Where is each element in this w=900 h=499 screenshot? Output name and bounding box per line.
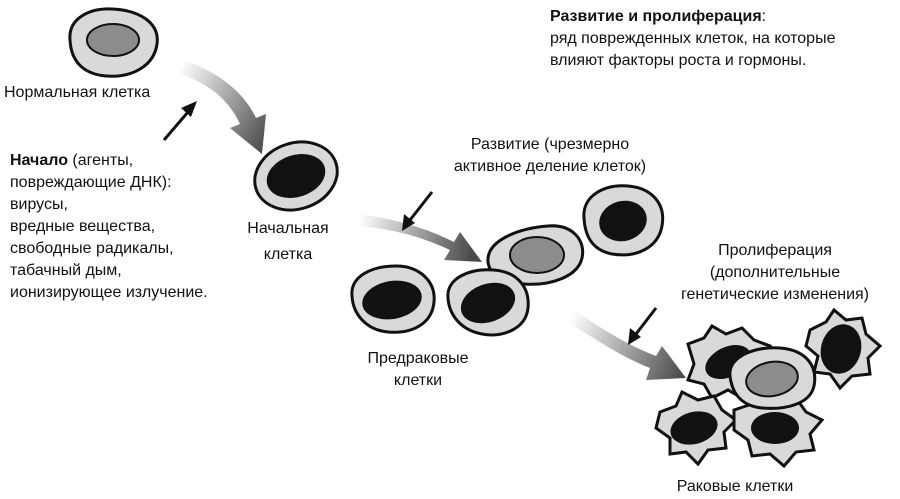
initial-cell-label: Начальная клетка	[228, 218, 348, 266]
legend-title-suffix: :	[761, 8, 767, 25]
promotion-label: Развитие (чрезмерно активное деление кле…	[420, 134, 680, 178]
normal-nucleus	[86, 23, 140, 57]
promotion-line: активное деление клеток)	[453, 158, 647, 175]
flow-arrow-progression	[565, 308, 686, 380]
precancer-label-line: клетки	[393, 372, 443, 389]
cancer-cell	[732, 392, 825, 469]
legend: Развитие и пролиферация: ряд поврежденны…	[550, 6, 835, 72]
promotion-pointer-arrow	[402, 191, 434, 231]
initiation-line: вирусы,	[10, 196, 68, 213]
initiation-line: повреждающие ДНК):	[10, 174, 172, 191]
initiation-text: Начало (агенты, повреждающие ДНК): вирус…	[10, 150, 208, 304]
promotion-line: Развитие (чрезмерно	[470, 136, 630, 153]
initiated-cell	[253, 140, 339, 212]
initiation-title-rest: (агенты,	[67, 152, 134, 169]
initial-cell-label-line: клетка	[263, 246, 313, 263]
progression-line: генетические изменения)	[680, 286, 870, 303]
initiation-line: ионизирующее излучение.	[10, 284, 208, 301]
cancer-cell	[728, 346, 817, 410]
progression-pointer-arrow	[628, 307, 658, 345]
legend-line: влияют факторы роста и гормоны.	[550, 52, 807, 69]
legend-title: Развитие и пролиферация	[550, 8, 762, 25]
initial-cell-label-line: Начальная	[247, 220, 329, 237]
legend-line: ряд поврежденных клеток, на которые	[550, 30, 836, 47]
precancer-cell	[446, 268, 530, 337]
cancer-cell	[654, 389, 739, 467]
cancer-cell	[804, 307, 883, 391]
progression-label: Пролиферация (дополнительные генетически…	[655, 240, 895, 306]
progression-line: Пролиферация	[718, 242, 832, 259]
initiation-title: Начало	[10, 152, 68, 169]
precancer-label: Предраковые клетки	[358, 348, 478, 392]
flow-arrow-initiation	[172, 58, 266, 154]
precancer-label-line: Предраковые	[367, 350, 469, 367]
initiation-line: свободные радикалы,	[10, 240, 174, 257]
initiation-line: вредные вещества,	[10, 218, 156, 235]
flow-arrow-promotion	[355, 214, 482, 262]
normal-cell	[68, 7, 159, 78]
initiation-pointer-arrow	[162, 101, 197, 141]
initiation-line: табачный дым,	[10, 262, 122, 279]
precancer-cell	[486, 224, 585, 286]
normal-cell-label: Нормальная клетка	[4, 84, 151, 101]
precancer-cell	[582, 184, 665, 257]
precancer-cell	[350, 264, 436, 334]
cancer-cells-label: Раковые клетки	[676, 478, 794, 495]
progression-line: (дополнительные	[709, 264, 841, 281]
